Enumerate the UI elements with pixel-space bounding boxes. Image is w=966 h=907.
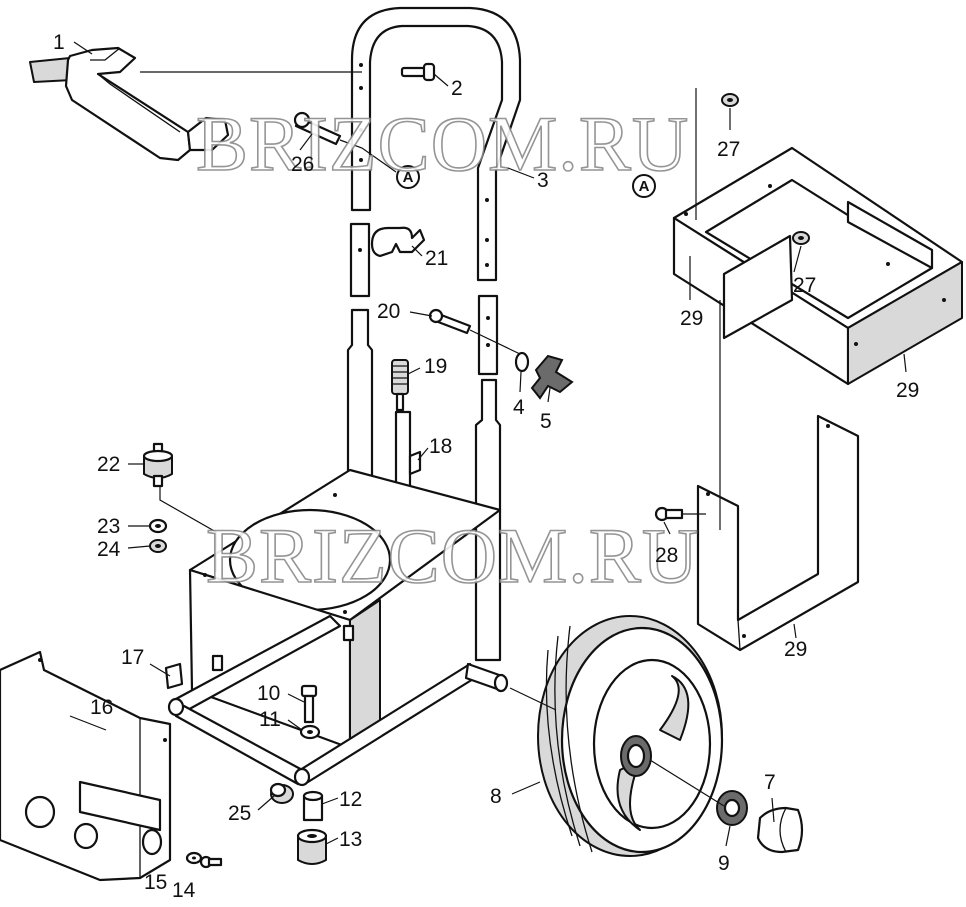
part-screw-26 bbox=[293, 111, 342, 146]
part-nut-27-upper bbox=[721, 93, 739, 107]
callout-1: 1 bbox=[53, 31, 65, 54]
part-handle bbox=[29, 46, 230, 162]
callout-3: 3 bbox=[537, 169, 549, 192]
callout-5: 5 bbox=[540, 410, 552, 433]
callout-leaders bbox=[69, 41, 907, 847]
part-cover-16 bbox=[0, 650, 172, 882]
callout-9: 9 bbox=[718, 852, 730, 875]
part-upper-frame bbox=[350, 6, 522, 282]
callout-14: 14 bbox=[172, 879, 196, 902]
part-rod-19 bbox=[391, 359, 409, 412]
callout-7: 7 bbox=[764, 771, 776, 794]
part-bracket-lower bbox=[696, 414, 860, 652]
callout-8: 8 bbox=[490, 785, 502, 808]
callout-29-lower: 29 bbox=[784, 638, 807, 661]
part-tray-upper bbox=[672, 146, 964, 386]
callout-11: 11 bbox=[259, 708, 281, 731]
part-nut-24 bbox=[149, 539, 167, 553]
part-nut-27-lower bbox=[792, 231, 810, 245]
callout-29-upper-left: 29 bbox=[680, 307, 703, 330]
part-bushing-13 bbox=[296, 828, 328, 865]
callout-16: 16 bbox=[90, 696, 113, 719]
callout-27-upper: 27 bbox=[717, 138, 740, 161]
part-washer-11 bbox=[299, 724, 321, 740]
connection-lines bbox=[140, 71, 725, 807]
part-washer-15 bbox=[185, 851, 203, 865]
part-axle-stub bbox=[464, 662, 509, 693]
part-screw-20 bbox=[428, 308, 472, 335]
callout-22: 22 bbox=[97, 453, 120, 476]
callout-15: 15 bbox=[144, 871, 167, 894]
callout-26: 26 bbox=[291, 153, 314, 176]
part-screw-14 bbox=[199, 855, 223, 869]
part-tube-segments bbox=[349, 222, 499, 376]
watermark-middle: BRIZCOM.RU bbox=[206, 512, 699, 599]
callout-17: 17 bbox=[121, 646, 144, 669]
part-foot-22 bbox=[142, 442, 174, 488]
callout-19: 19 bbox=[424, 355, 447, 378]
part-cap-25 bbox=[269, 782, 294, 804]
part-screw-2 bbox=[400, 62, 436, 82]
svg-text:A: A bbox=[639, 178, 650, 195]
part-base-frame bbox=[167, 614, 480, 787]
callout-2: 2 bbox=[451, 77, 463, 100]
svg-text:A: A bbox=[403, 169, 414, 186]
part-spacer-12 bbox=[302, 790, 324, 822]
callout-10: 10 bbox=[257, 682, 280, 705]
part-bracket-18 bbox=[394, 410, 422, 492]
callout-18: 18 bbox=[429, 435, 452, 458]
part-washer-23 bbox=[148, 518, 168, 534]
callout-28: 28 bbox=[655, 544, 678, 567]
part-knob-5 bbox=[530, 354, 574, 400]
part-clamp-21 bbox=[370, 226, 426, 258]
callout-13: 13 bbox=[339, 828, 362, 851]
reference-mark-a-2: A bbox=[632, 174, 656, 198]
watermark-top: BRIZCOM.RU bbox=[196, 100, 689, 187]
callout-29-upper-right: 29 bbox=[896, 379, 919, 402]
part-clip-17 bbox=[164, 662, 184, 690]
part-bolt-10 bbox=[300, 684, 318, 724]
callout-4: 4 bbox=[513, 396, 525, 419]
callout-20: 20 bbox=[377, 300, 400, 323]
part-wheel-8 bbox=[537, 615, 724, 857]
callout-21: 21 bbox=[425, 247, 448, 270]
callout-numbers: 1 2 3 4 5 7 8 9 10 11 12 13 14 15 16 17 … bbox=[53, 31, 919, 902]
callout-12: 12 bbox=[339, 788, 362, 811]
callout-24: 24 bbox=[97, 538, 121, 561]
part-hubcap-7 bbox=[756, 806, 804, 854]
reference-mark-a-1: A bbox=[396, 165, 420, 189]
part-washer-4 bbox=[514, 351, 530, 373]
callout-25: 25 bbox=[228, 802, 251, 825]
part-star-washer-9 bbox=[716, 790, 748, 826]
callout-27-lower: 27 bbox=[793, 274, 816, 297]
callout-23: 23 bbox=[97, 515, 120, 538]
